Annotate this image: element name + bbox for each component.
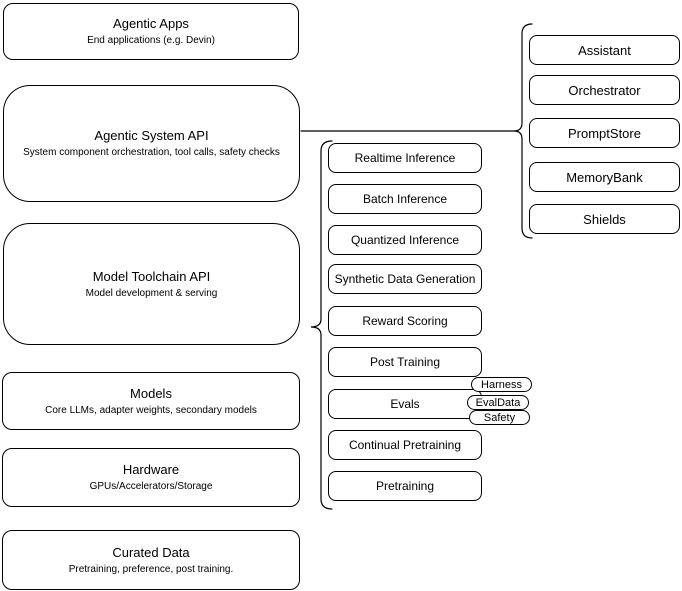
node-quantized-inference: Quantized Inference bbox=[328, 225, 482, 255]
node-title: Agentic System API bbox=[94, 128, 209, 143]
node-curated-data: Curated Data Pretraining, preference, po… bbox=[2, 530, 300, 590]
node-subtitle: Model development & serving bbox=[85, 287, 218, 299]
node-agentic-apps: Agentic Apps End applications (e.g. Devi… bbox=[3, 3, 299, 60]
node-memorybank: MemoryBank bbox=[529, 162, 680, 192]
node-hardware: Hardware GPUs/Accelerators/Storage bbox=[2, 448, 300, 507]
node-batch-inference: Batch Inference bbox=[328, 184, 482, 214]
node-post-training: Post Training bbox=[328, 347, 482, 377]
pill-evaldata: EvalData bbox=[467, 395, 529, 410]
node-model-toolchain-api: Model Toolchain API Model development & … bbox=[3, 223, 300, 345]
node-title: Curated Data bbox=[112, 544, 190, 560]
node-subtitle: System component orchestration, tool cal… bbox=[23, 147, 280, 158]
node-pretraining: Pretraining bbox=[328, 471, 482, 501]
pill-safety: Safety bbox=[469, 410, 530, 425]
node-orchestrator: Orchestrator bbox=[529, 75, 680, 105]
node-subtitle: Core LLMs, adapter weights, secondary mo… bbox=[45, 404, 257, 416]
node-title: Model Toolchain API bbox=[92, 268, 211, 284]
pill-harness: Harness bbox=[471, 377, 532, 392]
node-realtime-inference: Realtime Inference bbox=[328, 143, 482, 173]
node-continual-pretraining: Continual Pretraining bbox=[328, 430, 482, 460]
node-models: Models Core LLMs, adapter weights, secon… bbox=[2, 372, 300, 430]
node-title: Models bbox=[130, 385, 172, 401]
components-brace bbox=[513, 23, 533, 239]
node-promptstore: PromptStore bbox=[529, 118, 680, 148]
node-shields: Shields bbox=[529, 204, 680, 234]
toolchain-brace bbox=[310, 140, 333, 510]
node-subtitle: Pretraining, preference, post training. bbox=[68, 563, 234, 575]
node-title: Agentic Apps bbox=[113, 16, 189, 31]
node-subtitle: End applications (e.g. Devin) bbox=[87, 35, 215, 46]
node-subtitle: GPUs/Accelerators/Storage bbox=[89, 481, 213, 492]
node-assistant: Assistant bbox=[529, 35, 680, 65]
node-synthetic-data-generation: Synthetic Data Generation bbox=[328, 264, 482, 294]
node-evals: Evals bbox=[328, 389, 482, 419]
node-title: Hardware bbox=[122, 462, 180, 477]
node-reward-scoring: Reward Scoring bbox=[328, 306, 482, 336]
node-agentic-system-api: Agentic System API System component orch… bbox=[3, 85, 300, 202]
